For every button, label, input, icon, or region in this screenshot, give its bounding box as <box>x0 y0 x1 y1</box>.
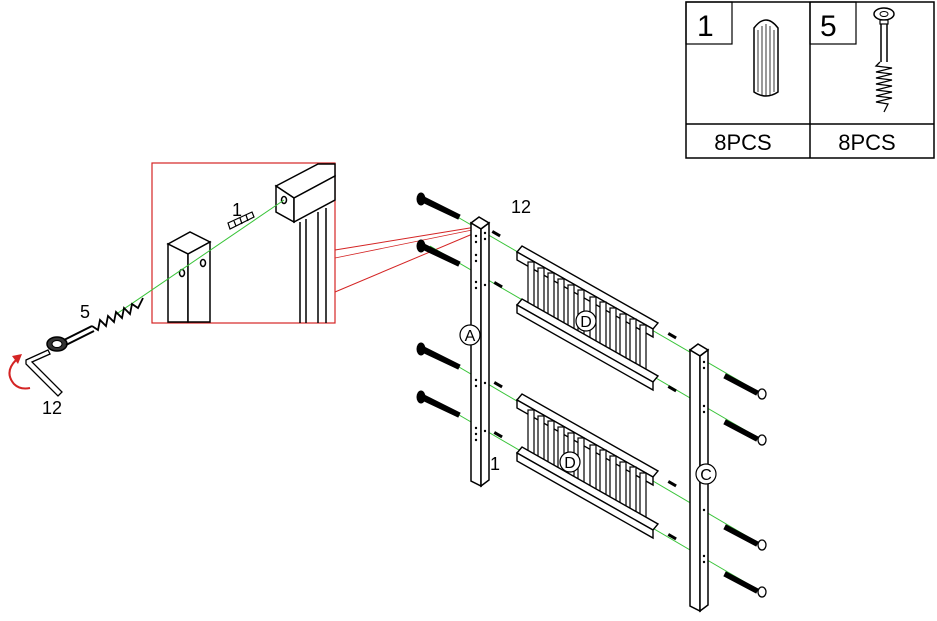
part-quantity-1: 8PCS <box>714 130 771 155</box>
slat-panel-bottom <box>515 393 660 540</box>
bolts-right <box>723 373 767 598</box>
post-a <box>469 216 491 488</box>
post-c <box>688 343 710 613</box>
svg-text:D: D <box>564 455 576 472</box>
wooden-dowel-icon <box>753 19 779 97</box>
callout-allen-key: 12 <box>42 398 62 418</box>
label-slat-panel-bottom: D <box>559 451 581 473</box>
parts-table: 1 5 8PCS 8PCS <box>685 1 935 159</box>
part-quantity-5: 8PCS <box>838 130 895 155</box>
svg-text:C: C <box>700 467 712 484</box>
label-post-a: A <box>459 324 481 346</box>
callout-detail-dowel: 1 <box>232 200 242 220</box>
slat-panel-top <box>515 245 660 392</box>
callout-detail-bolt: 5 <box>80 302 90 322</box>
svg-text:D: D <box>580 314 592 331</box>
bolt-screw-icon <box>873 7 895 113</box>
allen-key-icon <box>8 349 63 397</box>
dowels <box>491 230 677 541</box>
bolts-left <box>416 192 461 418</box>
label-post-c: C <box>695 463 717 485</box>
svg-text:A: A <box>465 328 476 345</box>
detail-zoom-box: 1 <box>114 162 483 324</box>
rotate-arrow-icon <box>12 354 22 364</box>
callout-dowel-lower: 1 <box>490 454 500 474</box>
part-number-1: 1 <box>697 10 714 43</box>
label-slat-panel-top: D <box>575 310 597 332</box>
detail-bolt <box>46 297 144 352</box>
part-number-5: 5 <box>820 10 837 43</box>
callout-bolts-top: 12 <box>511 197 531 217</box>
